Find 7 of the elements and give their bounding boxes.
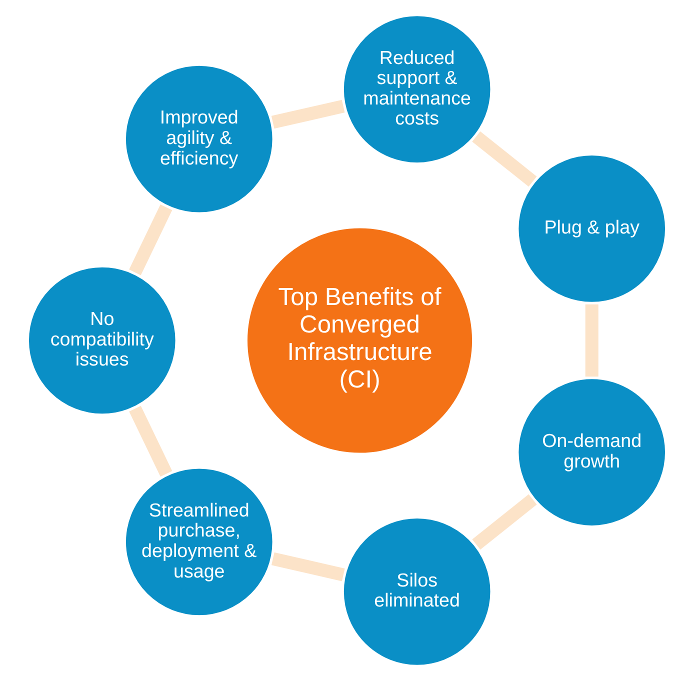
connector <box>270 552 344 582</box>
connector <box>472 131 536 187</box>
connector <box>128 204 172 276</box>
connector <box>270 100 344 129</box>
connector <box>584 304 598 377</box>
connector <box>472 494 536 550</box>
connector <box>128 406 172 477</box>
